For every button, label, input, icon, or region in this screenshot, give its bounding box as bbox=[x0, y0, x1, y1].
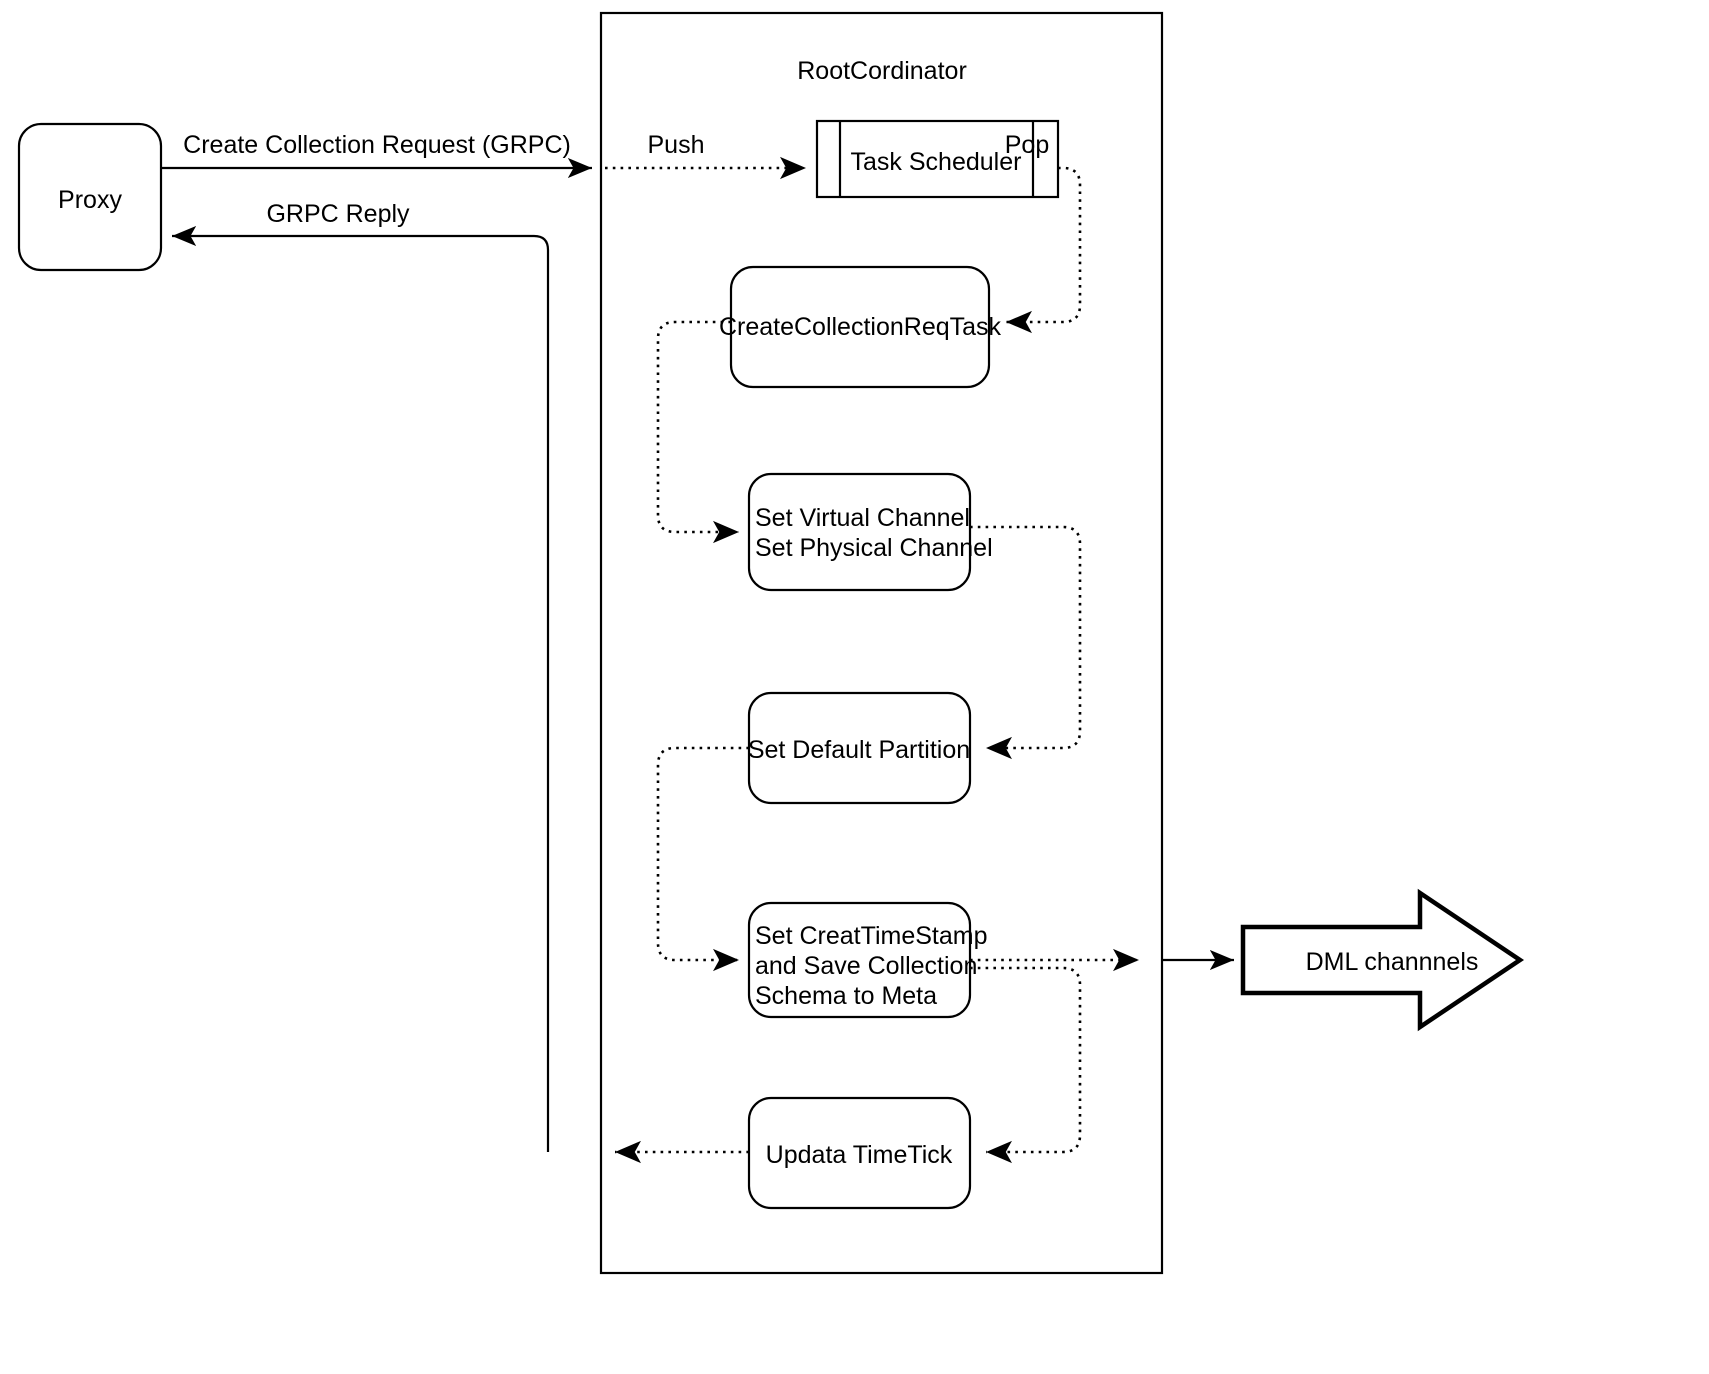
edge-channel-to-partition bbox=[970, 525, 1082, 760]
node-dml-channels-label: DML channnels bbox=[1306, 948, 1479, 976]
edge-push: Push bbox=[605, 131, 806, 180]
node-task-scheduler[interactable]: Task Scheduler bbox=[815, 119, 1060, 199]
rootcordinator-container: RootCordinator bbox=[599, 11, 1164, 1275]
node-set-create-timestamp-label-line1: Set CreatTimeStamp bbox=[755, 922, 987, 950]
edge-task-to-channel bbox=[656, 320, 739, 544]
node-set-channel-label-line2: Set Physical Channel bbox=[755, 534, 993, 562]
edge-push-label: Push bbox=[648, 131, 705, 159]
node-create-collection-req-task[interactable]: CreateCollectionReqTask bbox=[719, 265, 1002, 389]
node-set-default-partition[interactable]: Set Default Partition bbox=[748, 691, 972, 805]
node-create-collection-req-task-label: CreateCollectionReqTask bbox=[719, 313, 1002, 341]
node-set-channel-label-line1: Set Virtual Channel bbox=[755, 504, 970, 532]
node-set-channel[interactable]: Set Virtual Channel Set Physical Channel bbox=[747, 472, 993, 592]
node-update-timetick[interactable]: Updata TimeTick bbox=[747, 1096, 972, 1210]
edge-pop: Pop bbox=[1005, 131, 1082, 334]
node-set-default-partition-label: Set Default Partition bbox=[748, 736, 970, 764]
node-proxy[interactable]: Proxy bbox=[17, 122, 163, 272]
node-set-create-timestamp-label-line3: Schema to Meta bbox=[755, 982, 937, 1010]
node-dml-channels[interactable]: DML channnels bbox=[1240, 888, 1525, 1032]
edge-create-collection-request: Create Collection Request (GRPC) bbox=[161, 131, 592, 179]
edge-grpc-reply-label: GRPC Reply bbox=[266, 200, 410, 228]
edge-create-collection-request-label: Create Collection Request (GRPC) bbox=[183, 131, 571, 159]
edge-timestamp-to-timetick bbox=[970, 966, 1082, 1164]
rootcordinator-title: RootCordinator bbox=[797, 57, 967, 85]
edge-pop-label: Pop bbox=[1005, 131, 1049, 159]
edge-grpc-reply: GRPC Reply bbox=[172, 200, 550, 1152]
node-set-create-timestamp[interactable]: Set CreatTimeStamp and Save Collection S… bbox=[747, 901, 987, 1019]
node-proxy-label: Proxy bbox=[58, 186, 122, 214]
node-set-create-timestamp-label-line2: and Save Collection bbox=[755, 952, 977, 980]
node-task-scheduler-label: Task Scheduler bbox=[851, 148, 1022, 176]
node-update-timetick-label: Updata TimeTick bbox=[766, 1141, 953, 1169]
